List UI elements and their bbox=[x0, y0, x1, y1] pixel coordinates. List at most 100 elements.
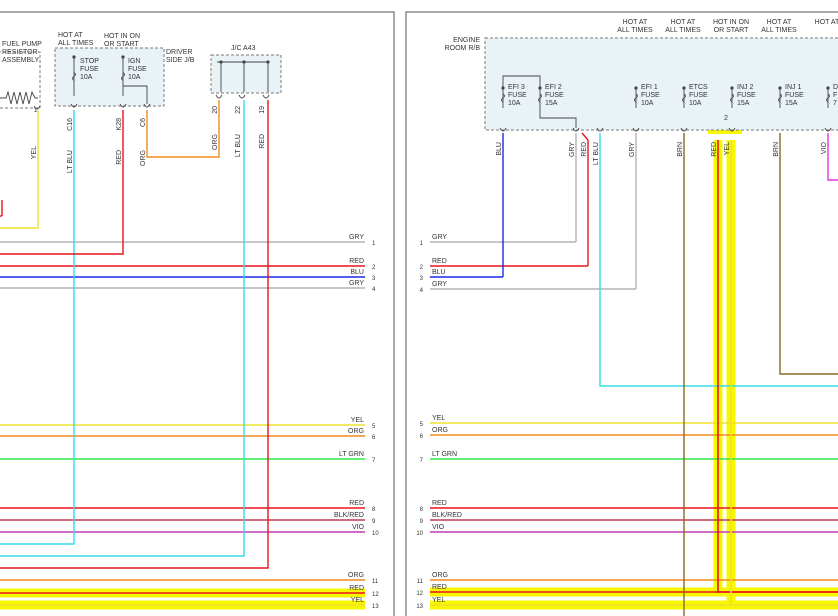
ign-org-wire bbox=[146, 100, 220, 158]
harness-row-number: 11 bbox=[372, 579, 379, 585]
edge-fuse-label: D bbox=[833, 84, 838, 91]
fuse bbox=[634, 93, 638, 103]
fuse-label: 10A bbox=[689, 100, 702, 107]
ltblu-wire bbox=[599, 133, 838, 387]
fuse bbox=[730, 93, 734, 103]
harness-row-number: 9 bbox=[420, 519, 424, 525]
wire-drop-label: BRN bbox=[677, 142, 684, 157]
fuse-node bbox=[826, 86, 830, 90]
harness-row-number: 2 bbox=[420, 265, 424, 271]
fuse-label: 10A bbox=[508, 100, 521, 107]
harness-wire-label: VIO bbox=[352, 524, 365, 531]
fuse-node bbox=[121, 55, 125, 59]
connector-pin bbox=[596, 127, 604, 132]
hot-header-label: HOT AT bbox=[815, 19, 838, 26]
efi2-branch bbox=[539, 108, 577, 128]
harness-wire-label: VIO bbox=[432, 524, 445, 531]
jc-wire-label: LT BLU bbox=[235, 134, 242, 157]
resistor-name: RESISTOR bbox=[2, 49, 38, 56]
wire-layer bbox=[0, 100, 838, 616]
stop-fuse bbox=[72, 72, 76, 81]
highlight-layer bbox=[0, 84, 838, 610]
harness-row-number: 1 bbox=[420, 241, 424, 247]
harness-row-number: 3 bbox=[420, 276, 424, 282]
fuse-node bbox=[682, 86, 686, 90]
harness-row-number: 7 bbox=[372, 458, 376, 464]
stop-ltblu-wire bbox=[0, 110, 75, 545]
wire-drop-label: BRN bbox=[773, 142, 780, 157]
fuse-label: EFI 3 bbox=[508, 84, 525, 91]
harness-row-number: 5 bbox=[372, 424, 376, 430]
fuse bbox=[682, 93, 686, 103]
harness-row-number: 10 bbox=[416, 531, 423, 537]
edge-fuse-label: F bbox=[833, 92, 837, 99]
inj2-red-wire bbox=[717, 140, 838, 593]
wire-drop-label: GRY bbox=[629, 142, 636, 157]
harness-wire-label: RED bbox=[432, 500, 447, 507]
harness-wire-label: ORG bbox=[348, 428, 364, 435]
driver-side-jb-label: SIDE J/B bbox=[166, 57, 195, 64]
fuse-label: EFI 1 bbox=[641, 84, 658, 91]
edge-fuse bbox=[826, 93, 830, 103]
fuse-label: FUSE bbox=[737, 92, 756, 99]
efi-bus bbox=[502, 75, 541, 88]
fuse-label: FUSE bbox=[545, 92, 564, 99]
wire-drop-label: RED bbox=[581, 142, 588, 157]
driver-side-jb-label: DRIVER bbox=[166, 49, 192, 56]
jc-node bbox=[242, 60, 246, 64]
harness-wire-label: ORG bbox=[348, 572, 364, 579]
harness-wire-label: BLU bbox=[432, 269, 446, 276]
fuse-label: INJ 2 bbox=[737, 84, 753, 91]
jc-label: J/C A43 bbox=[231, 45, 256, 52]
ign-fuse-label: 10A bbox=[128, 74, 141, 81]
fuse-node bbox=[778, 86, 782, 90]
harness-wire-label: RED bbox=[349, 500, 364, 507]
connector-pin bbox=[262, 94, 270, 99]
connector-pin bbox=[143, 103, 151, 108]
connector-pin-label: C6 bbox=[140, 118, 147, 127]
harness-row-number: 1 bbox=[372, 241, 376, 247]
harness-row-number: 8 bbox=[372, 507, 376, 513]
fuse-label: INJ 1 bbox=[785, 84, 801, 91]
engine-room-label: ENGINE bbox=[453, 37, 480, 44]
wire-drop-label: BLU bbox=[496, 142, 503, 156]
harness-row-number: 12 bbox=[372, 592, 379, 598]
connector-pin bbox=[824, 127, 832, 132]
fuse bbox=[501, 93, 505, 103]
connector-pin-label: C16 bbox=[67, 118, 74, 131]
wire-drop-label: GRY bbox=[569, 142, 576, 157]
hot-header-label: ALL TIMES bbox=[665, 27, 701, 34]
hot-header-label: ALL TIMES bbox=[617, 27, 653, 34]
fuse-label: FUSE bbox=[508, 92, 527, 99]
hot-in-on-label: HOT IN ON bbox=[104, 33, 140, 40]
harness-wire-label: LT GRN bbox=[432, 451, 457, 458]
harness-wire-label: GRY bbox=[432, 234, 447, 241]
wire-color-label: LT BLU bbox=[67, 150, 74, 173]
left-panel-frame bbox=[0, 11, 395, 616]
driver-jb-box bbox=[54, 47, 165, 107]
harness-row-number: 4 bbox=[420, 288, 424, 294]
harness-wire-label: LT GRN bbox=[339, 451, 364, 458]
harness-wire-label: GRY bbox=[349, 234, 364, 241]
hot-header-label: OR START bbox=[714, 27, 749, 34]
harness-wire-label: YEL bbox=[432, 597, 445, 604]
fuse-label: FUSE bbox=[641, 92, 660, 99]
harness-wire-label: BLK/RED bbox=[432, 512, 462, 519]
fuse-label: 15A bbox=[545, 100, 558, 107]
hot-header-label: ALL TIMES bbox=[761, 27, 797, 34]
fuse-label: EFI 2 bbox=[545, 84, 562, 91]
highlight-mark-2: 2 bbox=[724, 115, 728, 122]
fuse-label: 10A bbox=[641, 100, 654, 107]
engine-room-box bbox=[484, 37, 838, 131]
hot-header-label: HOT AT bbox=[623, 19, 648, 26]
component-layer bbox=[0, 37, 838, 132]
connector-pin bbox=[728, 127, 736, 132]
harness-row-number: 6 bbox=[372, 435, 376, 441]
ign-fuse-label: FUSE bbox=[128, 66, 147, 73]
resistor-name: ASSEMBLY bbox=[2, 57, 40, 64]
resistor-name: FUEL PUMP bbox=[2, 41, 42, 48]
resistor-yel-wire bbox=[0, 110, 39, 229]
hot-at-all-times-label: HOT AT bbox=[58, 32, 83, 39]
